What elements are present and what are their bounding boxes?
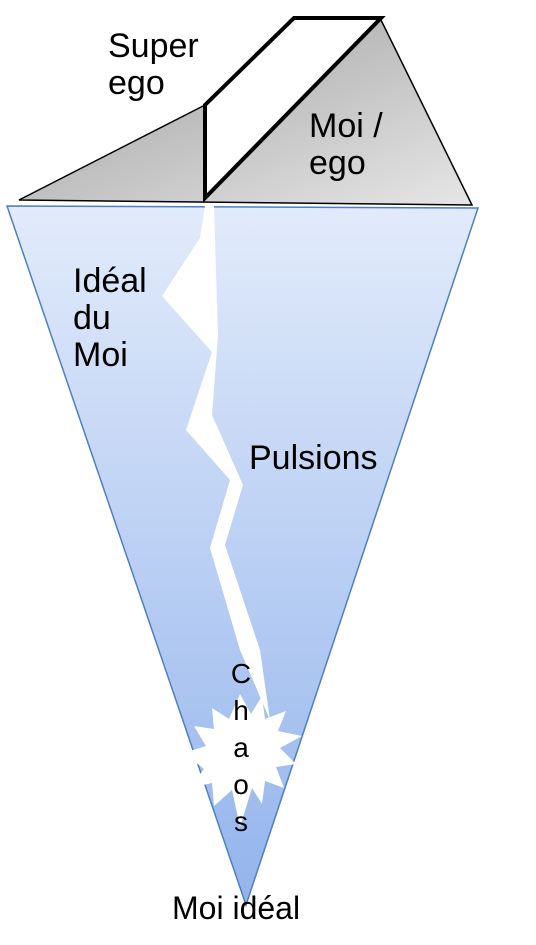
ideal-du-moi-label-line-3: Moi <box>73 336 128 374</box>
chaos-letter: a <box>233 732 249 763</box>
crack-lightning-bolt <box>162 206 270 720</box>
chaos-letter: C <box>230 658 252 689</box>
pulsions-label: Pulsions <box>249 439 378 477</box>
chaos-label: C h a o s <box>226 655 256 840</box>
ideal-du-moi-label: Idéal du Moi <box>73 263 147 374</box>
moi-ego-label-line-2: ego <box>309 144 366 182</box>
super-ego-label-line-2: ego <box>108 64 165 102</box>
chaos-letter: s <box>234 806 248 837</box>
ideal-du-moi-label-line-1: Idéal <box>73 262 147 300</box>
moi-ego-label-line-1: Moi / <box>309 107 383 145</box>
moi-ego-label: Moi / ego <box>309 108 383 182</box>
submerged-iceberg-triangle <box>5 205 480 908</box>
chaos-letter: h <box>233 695 249 726</box>
ideal-du-moi-label-line-2: du <box>73 299 111 337</box>
moi-ideal-label: Moi idéal <box>172 890 301 926</box>
super-ego-label-line-1: Super <box>108 27 199 65</box>
chaos-letter: o <box>233 769 249 800</box>
super-ego-label: Super ego <box>108 28 199 102</box>
superego-block <box>203 16 386 203</box>
chaos-explosion-star <box>184 694 302 827</box>
